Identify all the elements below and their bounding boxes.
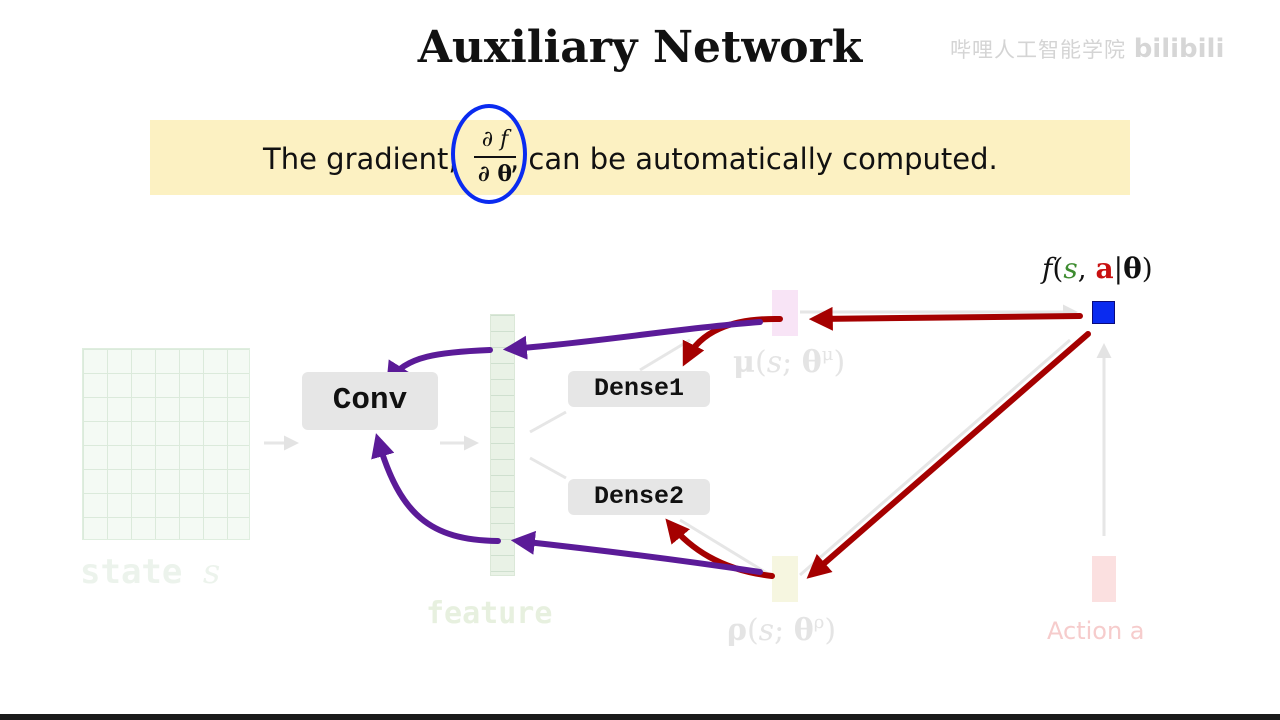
rho-symbol: ρ <box>727 613 747 648</box>
mu-separator: ; <box>782 345 802 380</box>
fwd-feature-to-dense2 <box>529 456 567 480</box>
conv-layer: Conv <box>302 372 438 430</box>
rho-label: ρ(s; θρ) <box>727 612 836 648</box>
mu-label: μ(s; θμ) <box>733 344 845 380</box>
grad-rho-to-feature <box>510 530 763 575</box>
mu-symbol: μ <box>733 345 755 380</box>
mu-state-var: s <box>766 345 783 380</box>
dense2-layer: Dense2 <box>568 479 710 515</box>
feature-label: feature <box>426 596 553 631</box>
rho-output-vector <box>772 556 798 602</box>
rho-theta: θ <box>793 613 814 648</box>
fwd-dense2-to-rho <box>679 518 771 577</box>
watermark-text: 哔哩人工智能学院 <box>950 38 1126 62</box>
mu-theta: θ <box>801 345 822 380</box>
state-label-text: state <box>80 552 183 592</box>
f-bar: | <box>1113 252 1124 285</box>
grad-feature-to-conv-bottom <box>371 433 501 544</box>
f-label: f(s, a|θ) <box>1042 252 1153 285</box>
bottom-bar <box>0 714 1280 720</box>
banner-text-after: , can be automatically computed. <box>510 142 998 176</box>
rho-separator: ; <box>774 613 794 648</box>
watermark: 哔哩人工智能学院 bilibili <box>950 34 1224 64</box>
action-vector <box>1092 556 1116 602</box>
state-grid <box>82 348 250 540</box>
mu-output-vector <box>772 290 798 336</box>
fwd-feature-to-dense1 <box>529 410 567 434</box>
dense1-layer: Dense1 <box>568 371 710 407</box>
fwd-dense1-to-mu <box>639 338 691 372</box>
f-theta: θ <box>1123 252 1142 285</box>
mu-close-paren: ) <box>833 345 846 380</box>
fwd-rho-to-f <box>799 338 1071 577</box>
rho-superscript: ρ <box>813 612 825 633</box>
banner-text-before: The gradient, <box>263 142 458 176</box>
f-open-paren: ( <box>1052 252 1064 285</box>
mu-superscript: μ <box>821 344 834 365</box>
f-output-node <box>1092 301 1115 324</box>
grad-f-to-mu <box>808 306 1083 331</box>
f-state-var: s <box>1063 252 1078 285</box>
grad-f-to-rho <box>806 331 1091 579</box>
f-symbol: f <box>1042 252 1053 285</box>
gradient-banner <box>150 120 1130 195</box>
bilibili-logo: bilibili <box>1133 34 1225 64</box>
rho-close-paren: ) <box>824 613 837 648</box>
mu-open-paren: ( <box>754 345 767 380</box>
state-variable: s <box>202 552 221 592</box>
f-action-var: a <box>1095 252 1114 285</box>
f-comma: , <box>1077 252 1096 285</box>
rho-open-paren: ( <box>746 613 759 648</box>
action-label: Action a <box>1047 617 1145 645</box>
rho-state-var: s <box>758 613 775 648</box>
grad-mu-to-feature <box>502 319 763 360</box>
f-close-paren: ) <box>1141 252 1153 285</box>
highlight-circle <box>451 104 527 204</box>
state-label: state s <box>80 552 220 592</box>
feature-vector <box>490 314 515 576</box>
page-title: Auxiliary Network <box>417 22 863 73</box>
